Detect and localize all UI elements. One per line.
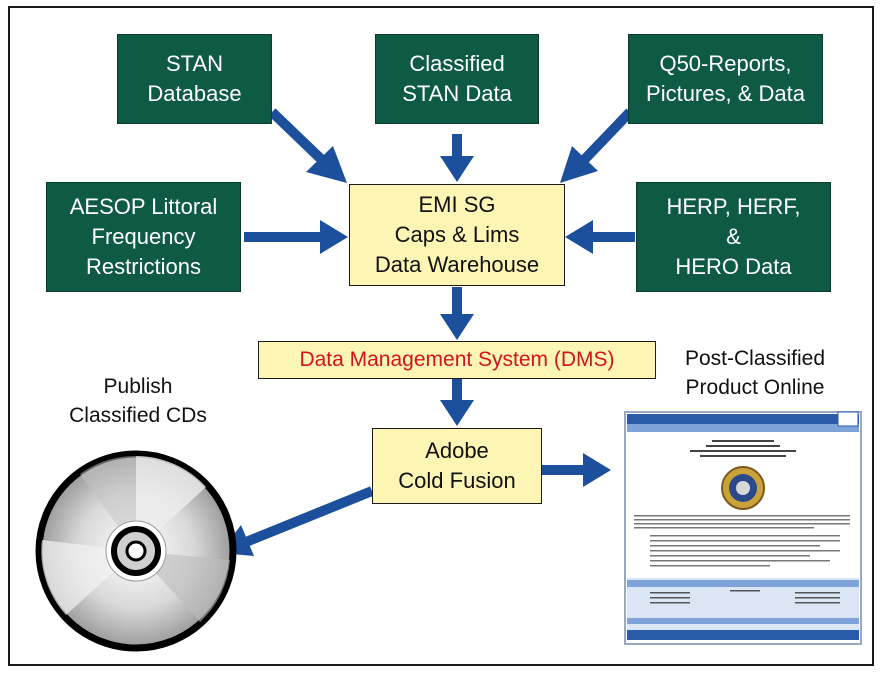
arrow-head (320, 220, 348, 254)
classified-stan-data-box: Classified STAN Data (375, 34, 539, 124)
diagram-frame (8, 6, 874, 666)
arrow-adobe-to-cd (244, 486, 374, 547)
aesop-littoral-box: AESOP Littoral Frequency Restrictions (46, 182, 241, 292)
q50-reports-box: Q50-Reports, Pictures, & Data (628, 34, 823, 124)
emi-sg-data-warehouse-box: EMI SG Caps & Lims Data Warehouse (349, 184, 565, 286)
arrow-head (583, 453, 611, 487)
publish-cds-label: Publish Classified CDs (69, 375, 207, 427)
arrow-stan-to-emi (268, 108, 326, 164)
herp-herf-hero-box: HERP, HERF, & HERO Data (636, 182, 831, 292)
post-classified-label: Post-Classified Product Online (684, 347, 826, 399)
arrow-q50-to-emi (580, 108, 634, 164)
arrow-head (306, 146, 347, 183)
cd-disc-icon (35, 450, 237, 652)
arrow-head (440, 156, 474, 182)
arrow-head (440, 314, 474, 340)
web-page-thumbnail-icon (624, 411, 862, 645)
arrow-head (565, 220, 593, 254)
dms-box: Data Management System (DMS) (258, 341, 656, 379)
arrow-head (560, 146, 598, 183)
arrow-head (440, 400, 474, 426)
adobe-cold-fusion-box: Adobe Cold Fusion (372, 428, 542, 504)
stan-database-box: STAN Database (117, 34, 272, 124)
